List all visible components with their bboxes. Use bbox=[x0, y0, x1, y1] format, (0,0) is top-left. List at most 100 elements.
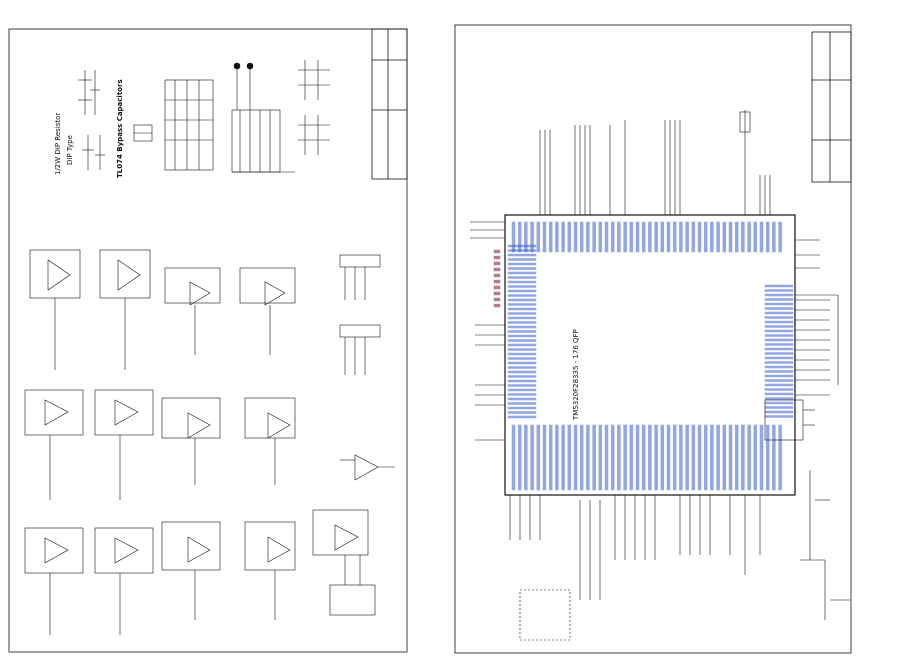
chip-pin-label-bottom bbox=[679, 424, 683, 491]
chip-pin-label-left bbox=[507, 339, 537, 342]
chip-pin-label-left bbox=[507, 294, 537, 297]
chip-pin-label-top bbox=[685, 221, 689, 253]
left-schematic-sheet bbox=[8, 28, 408, 653]
chip-pin-label-top bbox=[660, 221, 665, 253]
chip-pin-label-left bbox=[507, 393, 537, 396]
chip-pin-label-top bbox=[623, 221, 627, 253]
pin-marker bbox=[493, 297, 501, 302]
chip-pin-label-bottom bbox=[524, 424, 528, 491]
pin-marker bbox=[493, 267, 501, 272]
chip-pin-label-left bbox=[507, 258, 537, 261]
chip-part-label: TMS320F28335 - 176 QFP bbox=[572, 329, 580, 421]
chip-pin-label-top bbox=[710, 221, 714, 253]
chip-pin-label-right bbox=[764, 379, 794, 382]
chip-pin-label-top bbox=[753, 221, 758, 253]
chip-pin-label-bottom bbox=[511, 424, 516, 491]
chip-pin-label-bottom bbox=[685, 424, 689, 491]
chip-pin-label-bottom bbox=[697, 424, 702, 491]
chip-pin-label-bottom bbox=[691, 424, 696, 491]
chip-pin-label-right bbox=[764, 320, 794, 324]
chip-pin-label-left bbox=[507, 253, 537, 257]
chip-pin-label-bottom bbox=[548, 424, 553, 491]
chip-pin-label-top bbox=[641, 221, 646, 253]
chip-pin-label-left bbox=[507, 397, 537, 401]
chip-pin-label-left bbox=[507, 330, 537, 333]
chip-pin-label-bottom bbox=[641, 424, 646, 491]
chip-pin-label-bottom bbox=[598, 424, 603, 491]
chip-pin-label-left bbox=[507, 375, 537, 378]
chip-pin-label-top bbox=[586, 221, 590, 253]
right-wiring bbox=[470, 110, 850, 641]
chip-pin-label-top bbox=[536, 221, 541, 253]
chip-pin-label-top bbox=[617, 221, 621, 253]
chip-pin-label-top bbox=[548, 221, 553, 253]
opamp-stages bbox=[24, 249, 395, 635]
chip-pin-label-left bbox=[507, 406, 537, 410]
pin-marker bbox=[493, 261, 501, 266]
chip-pin-label-right bbox=[764, 334, 794, 337]
chip-pin-label-top bbox=[697, 221, 702, 253]
chip-pin-label-bottom bbox=[753, 424, 758, 491]
chip-pin-label-top bbox=[734, 221, 739, 253]
chip-pin-label-left bbox=[507, 352, 537, 356]
chip-pin-label-bottom bbox=[561, 424, 565, 491]
chip-pin-label-right bbox=[764, 374, 794, 378]
chip-pin-label-right bbox=[764, 316, 794, 319]
right-sheet-border bbox=[454, 24, 852, 654]
chip-pin-label-left bbox=[507, 271, 537, 275]
chip-pin-label-bottom bbox=[710, 424, 714, 491]
chip-pin-label-right bbox=[764, 352, 794, 355]
chip-pin-label-bottom bbox=[542, 424, 547, 491]
chip-pin-label-bottom bbox=[573, 424, 578, 491]
chip-pin-label-top bbox=[741, 221, 745, 253]
chip-pin-label-bottom bbox=[747, 424, 751, 491]
chip-pin-label-top bbox=[778, 221, 782, 253]
chip-pin-label-top bbox=[679, 221, 683, 253]
chip-pin-label-bottom bbox=[666, 424, 671, 491]
bypass-capacitors-label: TL074 Bypass Capacitors bbox=[116, 79, 124, 178]
chip-pin-label-right bbox=[764, 392, 794, 396]
chip-pin-label-right bbox=[764, 347, 794, 351]
chip-pin-label-left bbox=[507, 402, 537, 405]
chip-pin-label-right bbox=[764, 401, 794, 405]
top-component-area bbox=[78, 60, 330, 173]
pin-marker bbox=[493, 285, 501, 290]
chip-pin-label-top bbox=[629, 221, 634, 253]
chip-pin-label-bottom bbox=[617, 424, 621, 491]
chip-pin-label-top bbox=[716, 221, 720, 253]
right-title-block bbox=[811, 31, 852, 183]
chip-pin-label-left bbox=[507, 388, 537, 392]
chip-pin-label-left bbox=[507, 285, 537, 288]
chip-pin-label-right bbox=[764, 311, 794, 315]
chip-pin-label-top bbox=[765, 221, 770, 253]
chip-pin-label-bottom bbox=[604, 424, 609, 491]
chip-pin-label-right bbox=[764, 365, 794, 369]
chip-pin-label-right bbox=[764, 383, 794, 387]
chip-pin-label-top bbox=[567, 221, 572, 253]
chip-pin-label-left bbox=[507, 348, 537, 351]
chip-pin-label-right bbox=[764, 361, 794, 364]
chip-pin-label-bottom bbox=[734, 424, 739, 491]
chip-pin-label-bottom bbox=[703, 424, 708, 491]
chip-pin-label-left bbox=[507, 415, 537, 419]
chip-pin-label-bottom bbox=[741, 424, 745, 491]
right-schematic-sheet bbox=[454, 24, 852, 654]
chip-pin-label-right bbox=[764, 338, 794, 342]
chip-pin-label-right bbox=[764, 415, 794, 418]
chip-pin-label-bottom bbox=[592, 424, 596, 491]
chip-pin-label-bottom bbox=[623, 424, 627, 491]
chip-pin-label-top bbox=[542, 221, 547, 253]
chip-pin-label-left bbox=[507, 244, 537, 248]
chip-pin-label-left bbox=[507, 366, 537, 369]
chip-pin-label-bottom bbox=[772, 424, 776, 491]
chip-pin-label-left bbox=[507, 370, 537, 374]
chip-pin-label-bottom bbox=[586, 424, 590, 491]
chip-pin-label-bottom bbox=[629, 424, 634, 491]
chip-pin-label-left bbox=[507, 303, 537, 306]
chip-pin-label-top bbox=[579, 221, 584, 253]
pin-marker bbox=[493, 273, 501, 278]
chip-pin-label-bottom bbox=[654, 424, 658, 491]
chip-pin-label-left bbox=[507, 298, 537, 302]
chip-pin-label-left bbox=[507, 321, 537, 324]
